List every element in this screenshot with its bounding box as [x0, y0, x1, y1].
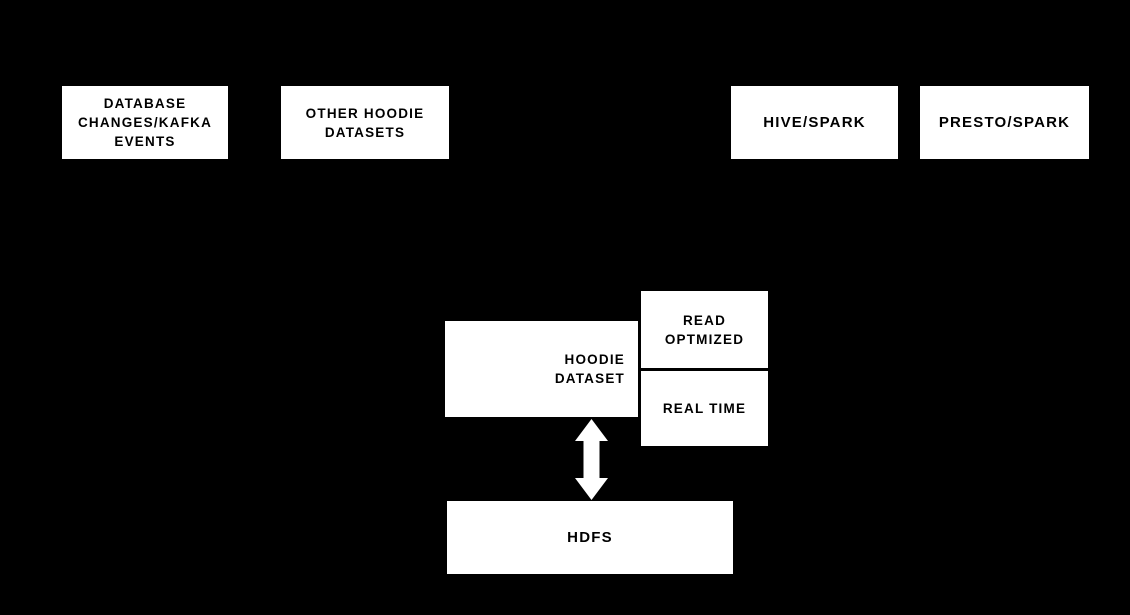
node-other-hoodie-datasets: OTHER HOODIE DATASETS: [281, 86, 449, 159]
node-label-line: CHANGES/KAFKA: [77, 115, 213, 130]
node-label-line: OPTMIZED: [664, 331, 745, 347]
node-label-line: PRESTO/SPARK: [938, 113, 1071, 131]
node-label-line: OTHER HOODIE: [305, 105, 425, 121]
node-label-line: HOODIE: [564, 352, 625, 367]
node-label-line: HDFS: [567, 528, 613, 546]
node-label-line: HIVE/SPARK: [763, 113, 866, 131]
double-arrow-hoodie-hdfs-icon: [575, 419, 608, 500]
node-real-time: REAL TIME: [641, 371, 768, 446]
node-read-optimized: READ OPTMIZED: [641, 291, 768, 368]
node-hive-spark: HIVE/SPARK: [731, 86, 898, 159]
node-label-line: DATABASE: [103, 96, 187, 111]
node-presto-spark: PRESTO/SPARK: [920, 86, 1089, 159]
node-label-line: REAL TIME: [662, 401, 747, 416]
node-label-line: READ: [682, 312, 727, 328]
node-database-changes-kafka-events: DATABASE CHANGES/KAFKA EVENTS: [62, 86, 228, 159]
node-hdfs: HDFS: [447, 501, 733, 574]
node-label-line: DATASETS: [324, 124, 406, 140]
node-label-line: DATASET: [554, 371, 625, 386]
node-hoodie-dataset: HOODIE DATASET: [445, 321, 638, 417]
node-label-line: EVENTS: [114, 134, 176, 149]
double-arrow-shape: [575, 419, 608, 500]
